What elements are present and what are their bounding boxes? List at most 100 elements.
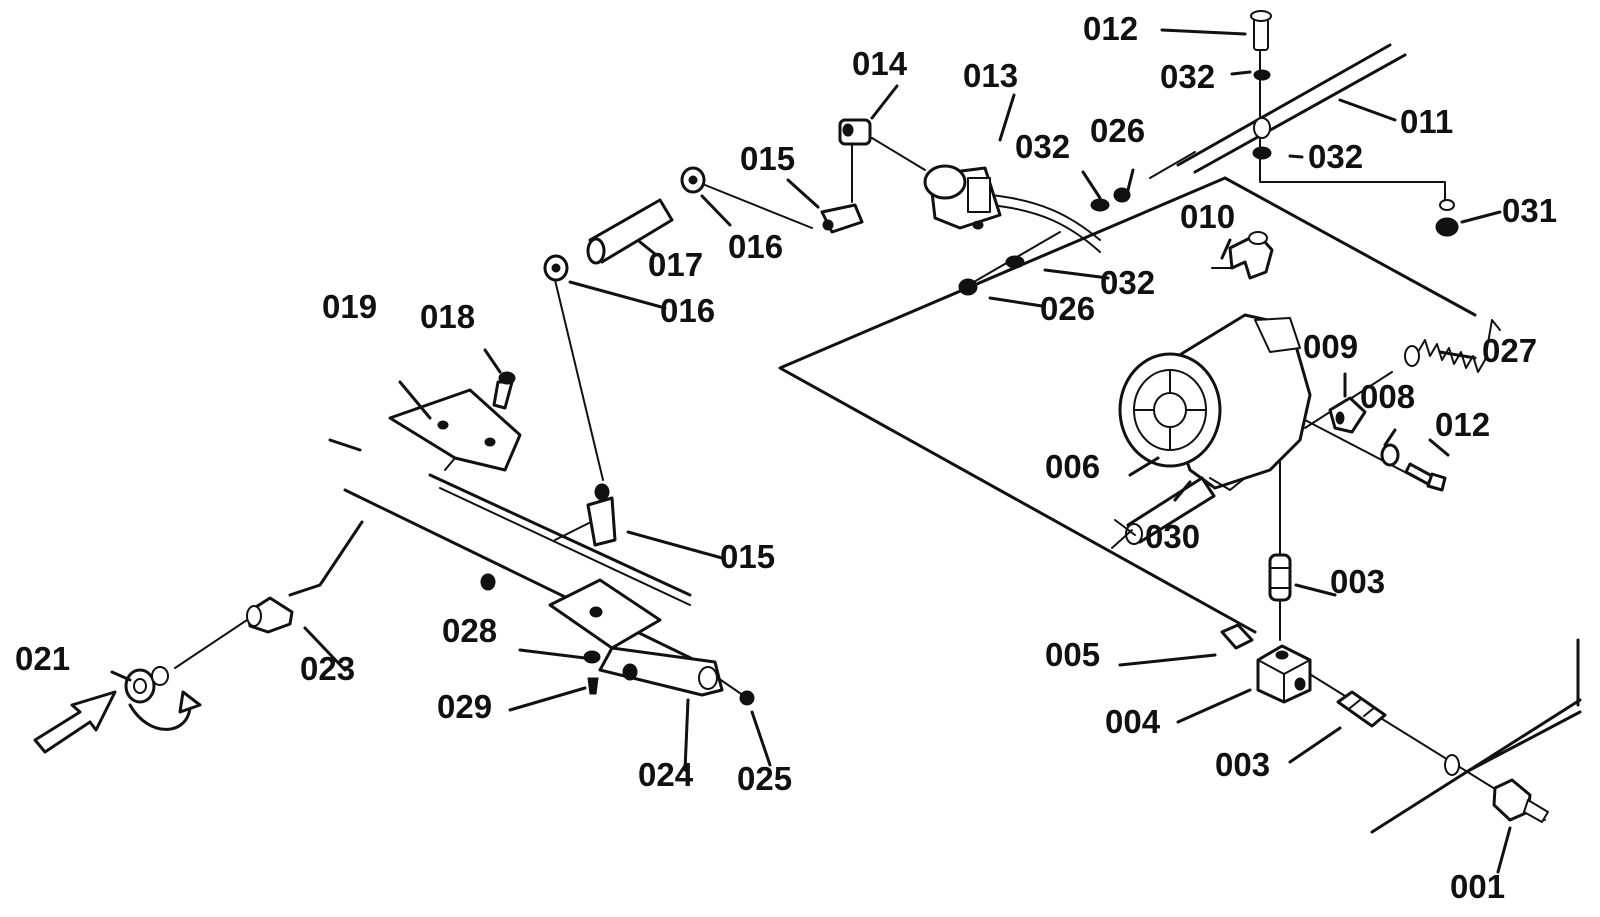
leader-032a — [1230, 70, 1252, 76]
part-018-bolt — [492, 371, 516, 410]
leader-016b — [568, 280, 667, 310]
leader-032c — [1081, 170, 1102, 200]
part-004-tee-block — [1256, 644, 1312, 704]
wire-a — [989, 194, 1101, 241]
leader-016a — [700, 194, 732, 227]
part-005-fitting — [1220, 623, 1254, 650]
leader-027 — [1438, 350, 1477, 360]
part-031-nut — [1435, 217, 1459, 237]
leader-026b — [988, 296, 1044, 308]
part-023-fitting — [246, 596, 294, 634]
leader-014 — [870, 84, 899, 120]
part-manifold-clamp — [480, 573, 724, 697]
callout-001: 001 — [1450, 868, 1505, 905]
part-003-nipple-lower — [1336, 690, 1387, 728]
wire-b — [989, 204, 1101, 253]
callout-014: 014 — [852, 45, 908, 82]
part-029-screw — [587, 677, 599, 695]
part-011-fitting — [1149, 151, 1196, 179]
arrow-icon — [33, 690, 117, 754]
callout-029: 029 — [437, 688, 492, 725]
part-032-washer-d — [1005, 255, 1025, 269]
leader-029 — [508, 686, 587, 712]
callout-025: 025 — [737, 760, 792, 797]
part-025-plug — [739, 690, 755, 706]
leader-025 — [750, 710, 772, 767]
leader-028 — [518, 648, 587, 660]
frame-top-edge — [1223, 176, 1477, 317]
callout-006: 006 — [1045, 448, 1100, 485]
leader-012b — [1428, 438, 1450, 457]
part-013-valve — [923, 164, 1002, 230]
callout-027: 027 — [1482, 332, 1537, 369]
callout-009: 009 — [1303, 328, 1358, 365]
callout-003-upper: 003 — [1330, 563, 1385, 600]
callout-021: 021 — [15, 640, 70, 677]
rotate-arrow-icon — [128, 703, 192, 731]
parts — [33, 10, 1549, 823]
axis-021 — [174, 617, 251, 669]
axis-016b — [554, 279, 604, 481]
frame-left-edge — [778, 176, 1257, 634]
leader-024 — [683, 698, 690, 772]
callout-015-a: 015 — [740, 140, 795, 177]
callout-032-a: 032 — [1160, 58, 1215, 95]
leader-017 — [638, 240, 657, 256]
leader-030 — [1173, 480, 1192, 502]
part-016-nut-lower — [543, 254, 569, 282]
leader-023 — [303, 626, 347, 672]
leader-031 — [1460, 210, 1502, 224]
callout-028: 028 — [442, 612, 497, 649]
callout-026-a: 026 — [1090, 112, 1145, 149]
base-line-upper — [1468, 710, 1582, 772]
callout-016-a: 016 — [728, 228, 783, 265]
leader-008 — [1383, 428, 1397, 447]
callout-010: 010 — [1180, 198, 1235, 235]
leader-018 — [483, 348, 502, 374]
leader-015b — [626, 530, 724, 560]
leader-001 — [1496, 826, 1512, 874]
leader-lines — [110, 28, 1512, 874]
part-026-nut-a — [1113, 187, 1131, 203]
part-012-top-bolt — [1250, 10, 1272, 51]
part-015-tee-upper — [820, 203, 864, 234]
part-014-elbow — [838, 118, 872, 146]
callout-026-b: 026 — [1040, 290, 1095, 327]
part-washer-001 — [1444, 754, 1460, 776]
leader-003b — [1288, 726, 1342, 764]
part-012-bolt-right — [1404, 462, 1447, 492]
part-032-washer-a — [1253, 69, 1271, 81]
part-028-washer — [583, 650, 601, 664]
callout-019: 019 — [322, 288, 377, 325]
callout-011: 011 — [1400, 103, 1453, 140]
axis-014 — [871, 137, 926, 171]
manifold-upper-edge — [428, 473, 692, 597]
callout-032-b: 032 — [1308, 138, 1363, 175]
callout-012-top: 012 — [1083, 10, 1138, 47]
part-030-shaft — [1111, 476, 1216, 549]
leader-032b — [1288, 154, 1304, 159]
part-016-nut-upper — [680, 166, 706, 194]
part-015-tee-lower — [586, 483, 617, 547]
leader-012a — [1160, 28, 1247, 36]
manifold-stub — [328, 438, 362, 452]
part-032-washer-c — [1090, 198, 1110, 212]
callout-004: 004 — [1105, 703, 1161, 740]
leader-013 — [998, 93, 1016, 142]
manifold-inner-edge — [439, 487, 691, 606]
leader-032d — [1043, 268, 1110, 280]
part-010-elbow — [1211, 231, 1274, 280]
callout-032-c: 032 — [1015, 128, 1070, 165]
axis-016a — [704, 184, 813, 229]
part-032-washer-b — [1252, 146, 1272, 160]
part-001-fitting — [1492, 778, 1549, 823]
callout-003-lower: 003 — [1215, 746, 1270, 783]
part-003-nipple-upper — [1268, 553, 1292, 602]
rotate-arrow-head — [178, 690, 202, 714]
leader-005 — [1118, 653, 1217, 667]
part-hose-fitting — [1253, 117, 1271, 139]
callout-024: 024 — [638, 756, 694, 793]
leader-006 — [1128, 456, 1160, 477]
